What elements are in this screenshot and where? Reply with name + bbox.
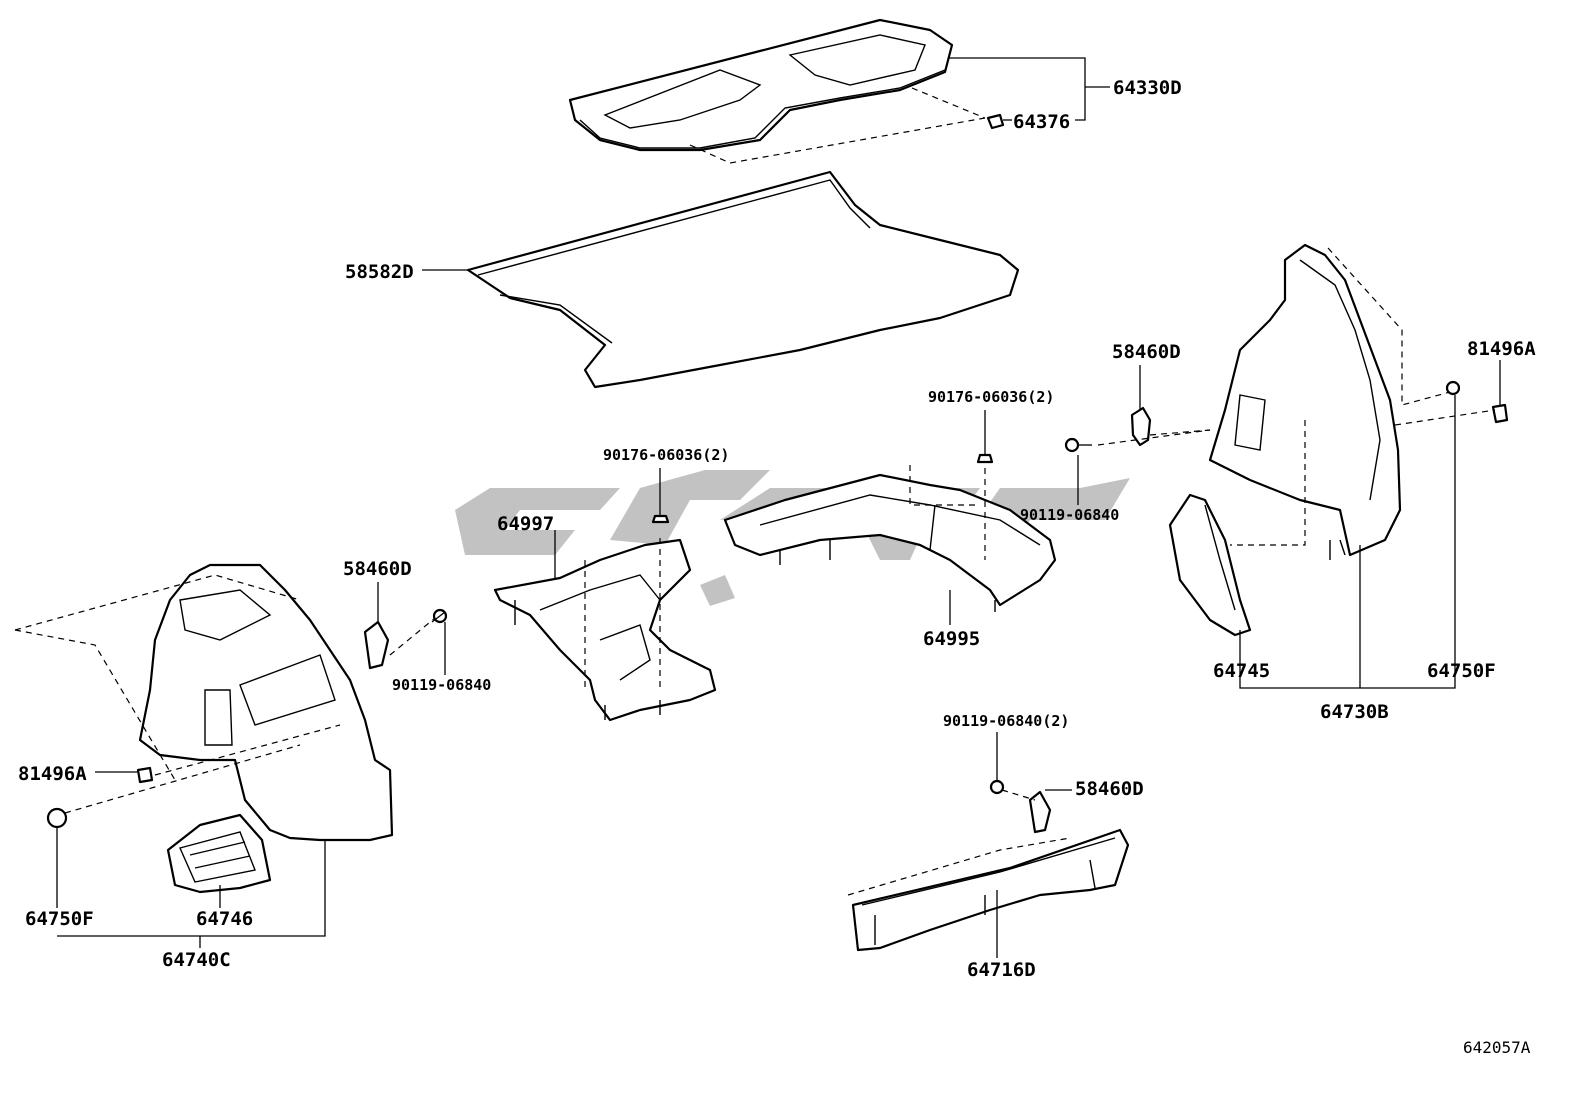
part-64376-clip[interactable] [986, 113, 1005, 130]
label-90176-a[interactable]: 90176-06036(2) [603, 446, 729, 464]
label-64330D[interactable]: 64330D [1113, 77, 1182, 99]
fastener-64750F-right[interactable] [1445, 380, 1461, 396]
fastener-58460D-center[interactable] [1028, 790, 1052, 834]
label-90119-right[interactable]: 90119-06840 [1020, 506, 1119, 524]
leader-lines [56, 57, 1501, 958]
label-64716D[interactable]: 64716D [967, 959, 1036, 981]
part-64716D-sill-plate[interactable] [851, 828, 1130, 952]
label-64997[interactable]: 64997 [497, 513, 554, 535]
label-90176-b[interactable]: 90176-06036(2) [928, 388, 1054, 406]
label-58460D-center[interactable]: 58460D [1075, 778, 1144, 800]
label-81496A-left[interactable]: 81496A [18, 763, 87, 785]
part-64746-cover[interactable] [166, 813, 272, 894]
fastener-90119-left[interactable] [431, 608, 448, 624]
part-64745-cover[interactable] [1168, 493, 1252, 637]
part-64730B-side-trim[interactable] [1208, 243, 1402, 560]
label-90119-center[interactable]: 90119-06840(2) [943, 712, 1069, 730]
label-58460D-left[interactable]: 58460D [343, 558, 412, 580]
label-64740C[interactable]: 64740C [162, 949, 231, 971]
label-90119-left[interactable]: 90119-06840 [392, 676, 491, 694]
part-58582D-trunk-mat[interactable] [466, 170, 1020, 389]
diagram-code: 642057A [1463, 1038, 1531, 1057]
label-58582D[interactable]: 58582D [345, 261, 414, 283]
label-58460D-right[interactable]: 58460D [1112, 341, 1181, 363]
part-64330D-package-tray[interactable] [568, 18, 954, 152]
part-64740C-side-trim[interactable] [138, 563, 394, 842]
label-64750F-right[interactable]: 64750F [1427, 660, 1496, 682]
assembly-dashed-lines [14, 87, 1496, 896]
part-64997-trunk-trim[interactable] [493, 538, 717, 722]
label-64995[interactable]: 64995 [923, 628, 980, 650]
fastener-81496A-left[interactable] [136, 766, 154, 784]
fastener-90119-right[interactable] [1064, 437, 1092, 453]
fastener-81496A-right[interactable] [1491, 403, 1509, 424]
label-64750F-left[interactable]: 64750F [25, 908, 94, 930]
fastener-90176-b[interactable] [976, 453, 994, 464]
label-81496A-right[interactable]: 81496A [1467, 338, 1536, 360]
label-64746[interactable]: 64746 [196, 908, 253, 930]
fastener-90176-a[interactable] [651, 514, 670, 524]
fastener-64750F-left[interactable] [46, 807, 68, 829]
label-64745[interactable]: 64745 [1213, 660, 1270, 682]
fastener-58460D-left[interactable] [363, 620, 390, 670]
label-64376[interactable]: 64376 [1013, 111, 1070, 133]
label-64730B[interactable]: 64730B [1320, 701, 1389, 723]
part-labels: 64330D 64376 58582D 58460D 81496A 90176-… [18, 77, 1536, 1057]
fastener-90119-center[interactable] [989, 779, 1005, 795]
fastener-58460D-right[interactable] [1130, 406, 1152, 447]
